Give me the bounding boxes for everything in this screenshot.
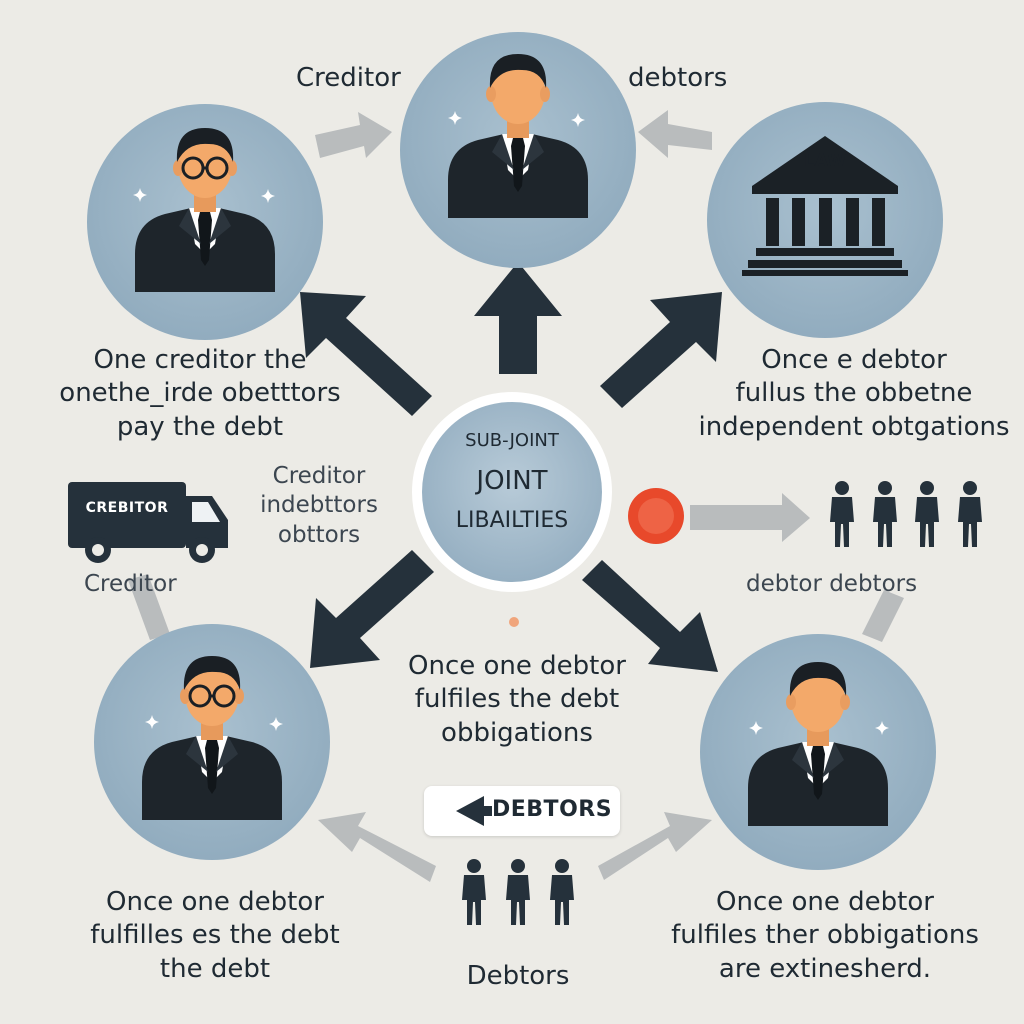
dark-arrows bbox=[300, 262, 722, 672]
center-bottom-text: Once one debtor fulfiles the debt obbiga… bbox=[372, 650, 662, 750]
bottom-left-line-3: the debt bbox=[159, 953, 271, 984]
right-upper-line-2: fullus the obbetne bbox=[735, 378, 973, 409]
person-circle-bottom-right bbox=[700, 634, 936, 870]
center-bottom-line-1: Once one debtor bbox=[408, 651, 626, 681]
right-mid-caption: debtor debtors bbox=[746, 571, 918, 597]
bottom-left-text: Once one debtor fulfilles es the debt th… bbox=[40, 886, 390, 986]
left-mid-text: Creditor indebttors obttors bbox=[244, 462, 394, 550]
center-circle bbox=[412, 392, 612, 592]
top-label-creditor: Creditor bbox=[296, 63, 401, 93]
left-mid-line-3: obttors bbox=[277, 521, 361, 548]
right-upper-line-3: independent obtgations bbox=[698, 411, 1010, 442]
person-circle-bottom-left bbox=[94, 624, 330, 860]
bottom-right-text: Once one debtor fulfiles ther obbigation… bbox=[640, 886, 1010, 986]
debtors-tag-label: DEBTORS bbox=[492, 797, 613, 822]
bottom-right-line-2: fulfiles ther obbigations bbox=[671, 920, 979, 951]
bottom-center-label: Debtors bbox=[466, 961, 570, 991]
bottom-right-line-3: are extinesherd. bbox=[718, 953, 932, 984]
person-circle-top bbox=[400, 32, 636, 268]
left-upper-text: One creditor the onethe_irde obetttors p… bbox=[30, 344, 370, 444]
center-bottom-line-3: obbigations bbox=[441, 717, 593, 748]
truck-label: CREBITOR bbox=[85, 500, 169, 516]
grey-arrows bbox=[128, 110, 904, 882]
people-group-right-icon bbox=[830, 481, 982, 547]
top-label-debtors: debtors bbox=[628, 63, 728, 93]
bottom-right-line-1: Once one debtor bbox=[716, 887, 934, 917]
bottom-left-line-1: Once one debtor bbox=[106, 887, 324, 917]
right-upper-line-1: Once e debtor bbox=[761, 345, 947, 375]
left-mid-line-1: Creditor bbox=[272, 463, 366, 489]
tag-arrow-overlay bbox=[456, 796, 492, 826]
center-bottom-line-2: fulfiles the debt bbox=[414, 684, 620, 715]
left-upper-line-1: One creditor the bbox=[93, 345, 307, 375]
center-line-2: JOINT bbox=[476, 466, 548, 496]
bottom-left-line-2: fulfilles es the debt bbox=[90, 920, 340, 951]
right-upper-text: Once e debtor fullus the obbetne indepen… bbox=[694, 344, 1014, 444]
center-line-1: SUB-JOINT bbox=[465, 430, 559, 451]
left-mid-caption: Creditor bbox=[84, 571, 177, 597]
left-mid-line-2: indebttors bbox=[260, 492, 378, 519]
left-upper-line-2: onethe_irde obetttors bbox=[59, 378, 341, 409]
small-dot bbox=[509, 617, 519, 627]
person-circle-top-left bbox=[87, 104, 323, 340]
people-group-bottom-icon bbox=[462, 859, 574, 925]
left-upper-line-3: pay the debt bbox=[116, 411, 284, 442]
law-circle bbox=[707, 102, 943, 338]
law-sign-text: LAW bbox=[804, 151, 846, 171]
red-dot-icon bbox=[628, 488, 684, 544]
truck-icon bbox=[68, 482, 228, 563]
center-line-3: LIBAILTIES bbox=[455, 508, 569, 533]
